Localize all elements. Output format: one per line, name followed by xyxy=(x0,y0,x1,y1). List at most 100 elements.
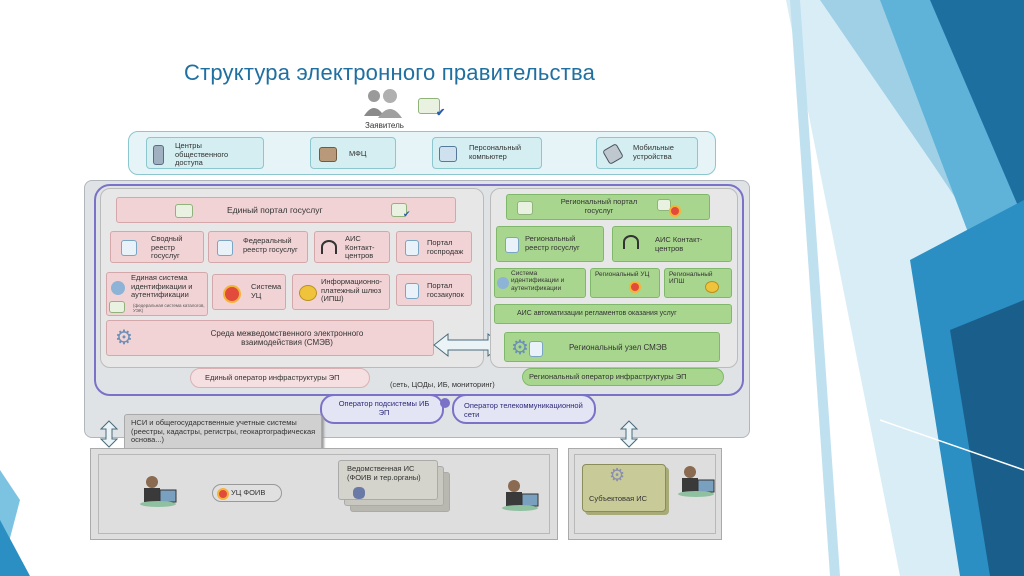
esia[interactable]: Единая система идентификации и аутентифи… xyxy=(106,272,208,316)
federal-operator[interactable]: Единый оператор инфраструктуры ЭП xyxy=(190,368,370,388)
ais-contact-centers[interactable]: АИС Контакт-центров xyxy=(314,231,390,263)
document-icon xyxy=(405,240,419,256)
box-label: Региональный УЦ xyxy=(595,271,650,278)
document-icon xyxy=(217,240,233,256)
channel-label: Персональный компьютер xyxy=(469,143,522,161)
box-label: Единая система идентификации и аутентифи… xyxy=(131,273,193,300)
box-label: Оператор подсистемы ИБ ЭП xyxy=(338,399,430,417)
subject-is[interactable]: ⚙ Субъектовая ИС xyxy=(582,464,666,512)
box-label: АИС Контакт-центров xyxy=(345,234,375,261)
building-icon xyxy=(319,147,337,162)
regional-smev-node[interactable]: ⚙ Региональный узел СМЭВ xyxy=(504,332,720,362)
document-icon xyxy=(121,240,137,256)
channel-label: МФЦ xyxy=(349,149,367,158)
box-label: Портал госпродаж xyxy=(427,238,464,256)
gears-icon: ⚙ xyxy=(115,327,133,349)
operator-person-icon xyxy=(678,466,715,497)
regional-ais-contact[interactable]: АИС Контакт-центров xyxy=(612,226,732,262)
headset-icon xyxy=(321,240,337,254)
ib-operator[interactable]: Оператор подсистемы ИБ ЭП xyxy=(320,394,444,424)
box-label: УЦ ФОИВ xyxy=(231,488,266,497)
gears-icon: ⚙ xyxy=(511,337,529,359)
federal-agencies-inner xyxy=(98,454,550,534)
regional-subject-inner xyxy=(574,454,716,534)
box-label: Информационно-платежный шлюз (ИПШ) xyxy=(321,277,382,304)
coins-icon xyxy=(299,285,317,301)
box-label: АИС автоматизации регламентов оказания у… xyxy=(517,310,677,317)
page-title: Структура электронного правительства xyxy=(184,60,596,85)
document-icon xyxy=(505,237,519,253)
box-label: Среда межведомственного электронного вза… xyxy=(210,329,364,348)
gears-icon: ⚙ xyxy=(609,465,626,485)
terminal-icon xyxy=(153,145,164,165)
certificate-icon xyxy=(391,203,407,217)
box-label: Субъектовая ИС xyxy=(589,494,648,503)
seal-icon xyxy=(223,285,241,303)
headset-icon xyxy=(623,235,639,249)
smev[interactable]: ⚙ Среда межведомственного электронного в… xyxy=(106,320,434,356)
payment-gateway[interactable]: Информационно-платежный шлюз (ИПШ) xyxy=(292,274,390,310)
operator-person-icon xyxy=(140,476,177,507)
box-label: Портал госзакупок xyxy=(427,281,464,299)
box-note: (федеральная система каталогов, УЭК) xyxy=(133,303,205,314)
channel-mobile[interactable]: Мобильные устройства xyxy=(596,137,698,169)
applicant-person-icon xyxy=(364,89,402,118)
document-icon xyxy=(405,283,419,299)
box-label: Система УЦ xyxy=(251,282,282,300)
certificate-icon xyxy=(418,98,440,114)
computer-icon xyxy=(439,146,457,162)
regional-registry[interactable]: Региональный реестр госуслуг xyxy=(496,226,604,262)
database-icon xyxy=(353,487,365,499)
regional-operator[interactable]: Региональный оператор инфраструктуры ЭП xyxy=(522,368,724,386)
channel-label: Центры общественного доступа xyxy=(175,141,229,168)
certificate-icon xyxy=(109,301,125,313)
summary-registry[interactable]: Сводный реестр госуслуг xyxy=(110,231,204,263)
operator-person-icon xyxy=(502,480,539,511)
box-label: Сводный реестр госуслуг xyxy=(151,234,183,261)
federal-portal[interactable]: Единый портал госуслуг ✔ xyxy=(116,197,456,223)
box-label: Единый оператор инфраструктуры ЭП xyxy=(205,373,340,382)
check-icon: ✔ xyxy=(403,209,411,219)
regional-uc[interactable]: Региональный УЦ xyxy=(590,268,660,298)
regional-ipsh[interactable]: Региональный ИПШ xyxy=(664,268,732,298)
document-icon xyxy=(529,341,543,357)
portal-goszakupok[interactable]: Портал госзакупок xyxy=(396,274,472,306)
certificate-icon xyxy=(175,204,193,218)
box-label: Оператор телекоммуникационной сети xyxy=(464,401,583,419)
regional-ident[interactable]: Система идентификации и аутентификации xyxy=(494,268,586,298)
check-icon: ✔ xyxy=(436,107,446,119)
dept-is[interactable]: Ведомственная ИС (ФОИВ и тер.органы) xyxy=(338,460,438,500)
uc-foiv[interactable]: УЦ ФОИВ xyxy=(212,484,282,502)
portal-gosprodazh[interactable]: Портал госпродаж xyxy=(396,231,472,263)
box-label: Федеральный реестр госуслуг xyxy=(243,236,298,254)
box-label: НСИ и общегосударственные учетные систем… xyxy=(131,418,316,445)
vertical-arrow-right xyxy=(620,420,638,448)
seal-icon xyxy=(217,488,229,500)
certificate-icon xyxy=(517,201,533,215)
connector-dot xyxy=(440,398,450,408)
box-label: Региональный узел СМЭВ xyxy=(569,343,667,352)
box-label: Региональный портал госуслуг xyxy=(560,197,638,215)
certificate-icon xyxy=(657,199,671,211)
channel-pc[interactable]: Персональный компьютер xyxy=(432,137,542,169)
users-icon xyxy=(111,281,125,295)
vertical-arrow-left xyxy=(100,420,118,448)
seal-icon xyxy=(669,205,681,217)
federal-registry[interactable]: Федеральный реестр госуслуг xyxy=(208,231,308,263)
channel-label: Мобильные устройства xyxy=(633,143,674,161)
box-label: Региональный реестр госуслуг xyxy=(525,234,580,252)
regional-portal[interactable]: Региональный портал госуслуг xyxy=(506,194,710,220)
box-label: Ведомственная ИС (ФОИВ и тер.органы) xyxy=(347,464,421,482)
channel-mfc[interactable]: МФЦ xyxy=(310,137,396,169)
regional-automation[interactable]: АИС автоматизации регламентов оказания у… xyxy=(494,304,732,324)
uc-system[interactable]: Система УЦ xyxy=(212,274,286,310)
telecom-operator[interactable]: Оператор телекоммуникационной сети xyxy=(452,394,596,424)
box-label: Единый портал госуслуг xyxy=(227,205,323,215)
mobile-phone-icon xyxy=(602,143,624,165)
channel-public-access[interactable]: Центры общественного доступа xyxy=(146,137,264,169)
applicant-label: Заявитель xyxy=(365,121,404,130)
box-label: Региональный ИПШ xyxy=(669,271,713,286)
network-note: (сеть, ЦОДы, ИБ, мониторинг) xyxy=(390,380,495,389)
coins-icon xyxy=(705,281,719,293)
